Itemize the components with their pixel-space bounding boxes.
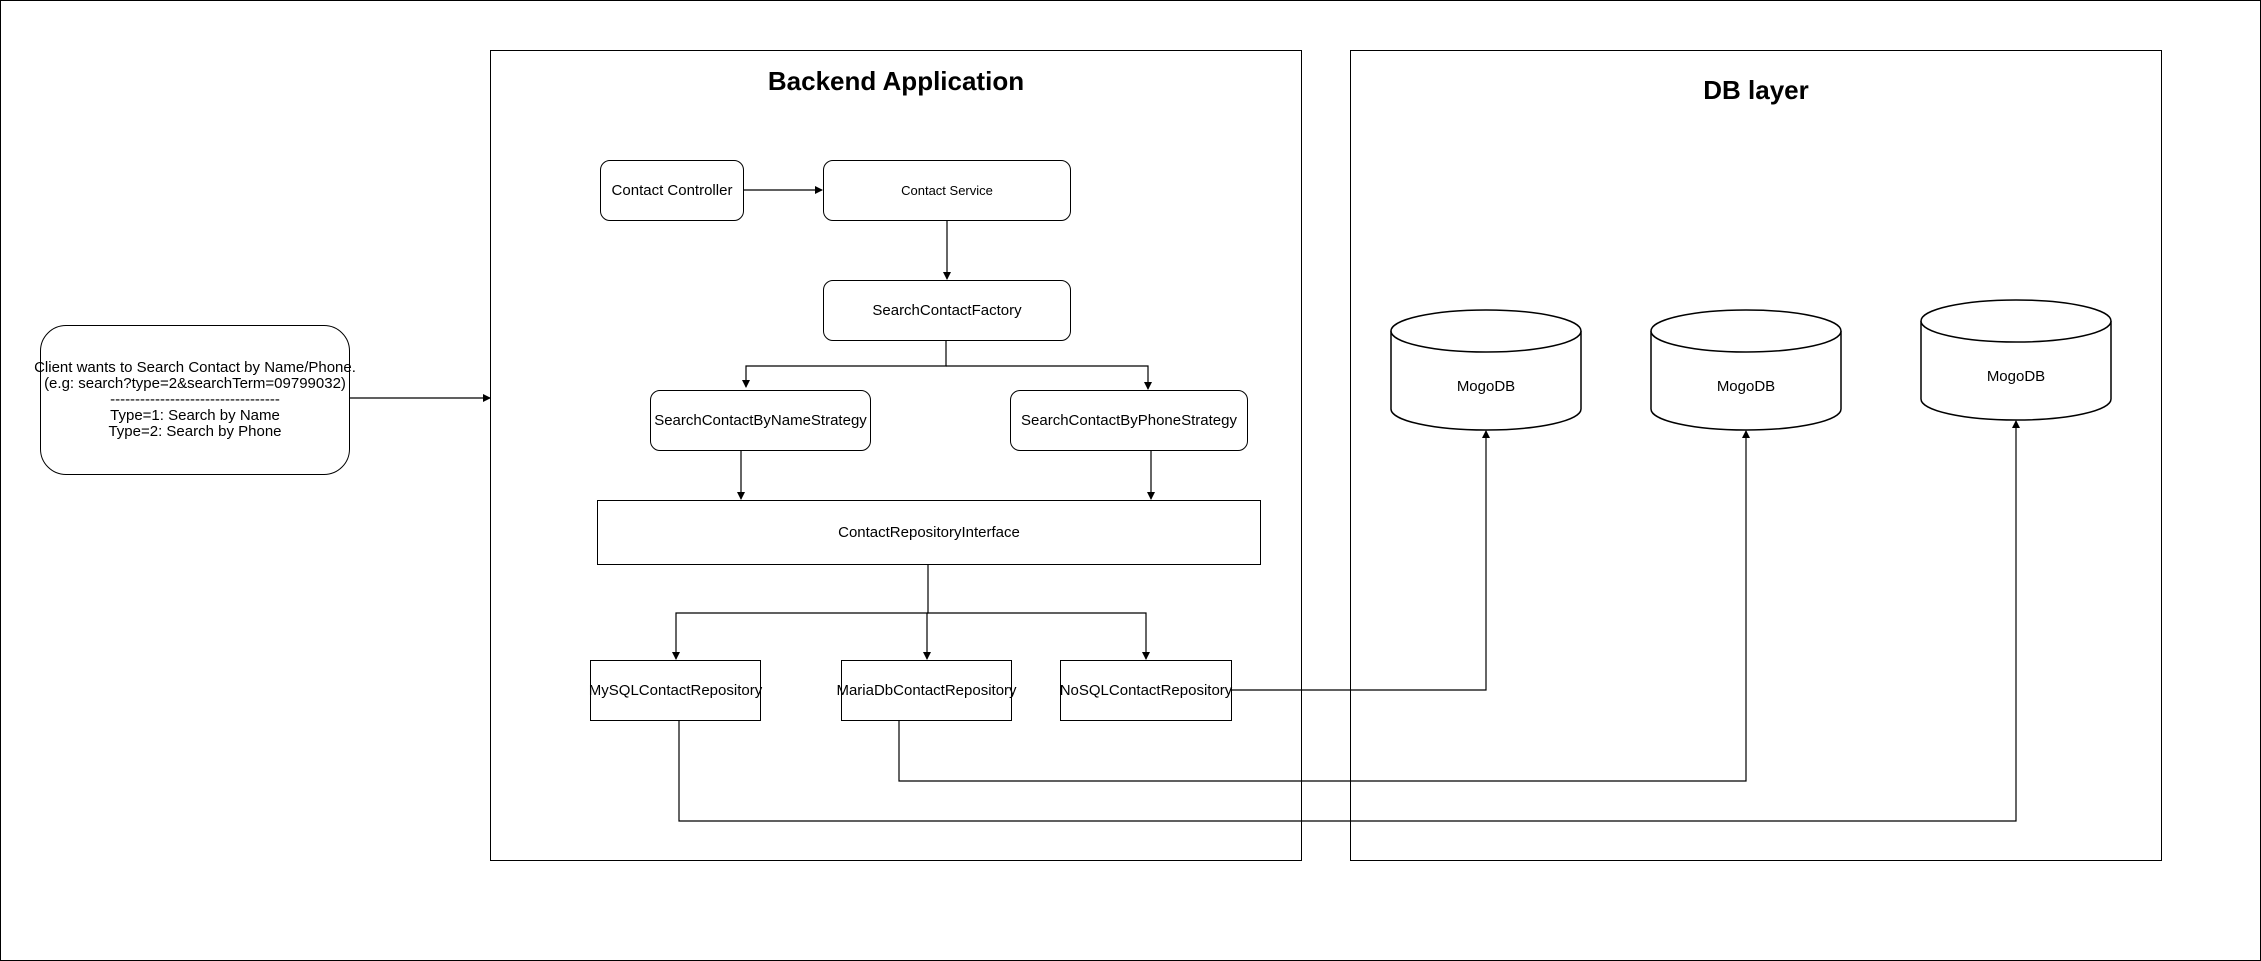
contact-controller-box: Contact Controller	[600, 160, 744, 221]
database-cylinder-1	[1390, 309, 1582, 431]
arrow-mysql-to-db3	[678, 420, 2020, 822]
database-cylinder-2	[1650, 309, 1842, 431]
contact-repository-interface-box: ContactRepositoryInterface	[597, 500, 1261, 565]
arrow-factory-to-phone-strategy	[946, 365, 1152, 390]
name-strategy-box: SearchContactByNameStrategy	[650, 390, 871, 451]
client-line-2: (e.g: search?type=2&searchTerm=09799032)	[44, 375, 346, 392]
client-line-5: Type=2: Search by Phone	[108, 423, 282, 440]
arrow-factory-to-name-strategy	[742, 341, 947, 388]
database-label-2: MogoDB	[1716, 378, 1776, 395]
arrow-interface-to-nosql	[927, 612, 1150, 660]
arrow-nosql-to-db1	[1232, 430, 1490, 691]
db-layer-title: DB layer	[1703, 75, 1809, 105]
arrow-mariadb-to-db2	[898, 430, 1750, 782]
arrow-interface-to-mysql	[672, 565, 929, 660]
nosql-repository-box: NoSQLContactRepository	[1060, 660, 1232, 721]
phone-strategy-box: SearchContactByPhoneStrategy	[1010, 390, 1248, 451]
client-request-box: Client wants to Search Contact by Name/P…	[34, 325, 356, 475]
database-label-1: MogoDB	[1456, 378, 1516, 395]
client-line-4: Type=1: Search by Name	[110, 407, 280, 424]
db-layer-container	[1350, 50, 2162, 861]
mariadb-repository-box: MariaDbContactRepository	[836, 660, 1017, 721]
database-cylinder-3	[1920, 299, 2112, 421]
database-label-3: MogoDB	[1986, 368, 2046, 385]
client-line-1: Client wants to Search Contact by Name/P…	[34, 359, 356, 376]
mysql-repository-box: MySQLContactRepository	[589, 660, 762, 721]
contact-service-box: Contact Service	[823, 160, 1071, 221]
search-contact-factory-box: SearchContactFactory	[823, 280, 1071, 341]
client-line-3: ----------------------------------	[110, 391, 280, 408]
backend-container	[490, 50, 1302, 861]
backend-title: Backend Application	[767, 66, 1025, 96]
